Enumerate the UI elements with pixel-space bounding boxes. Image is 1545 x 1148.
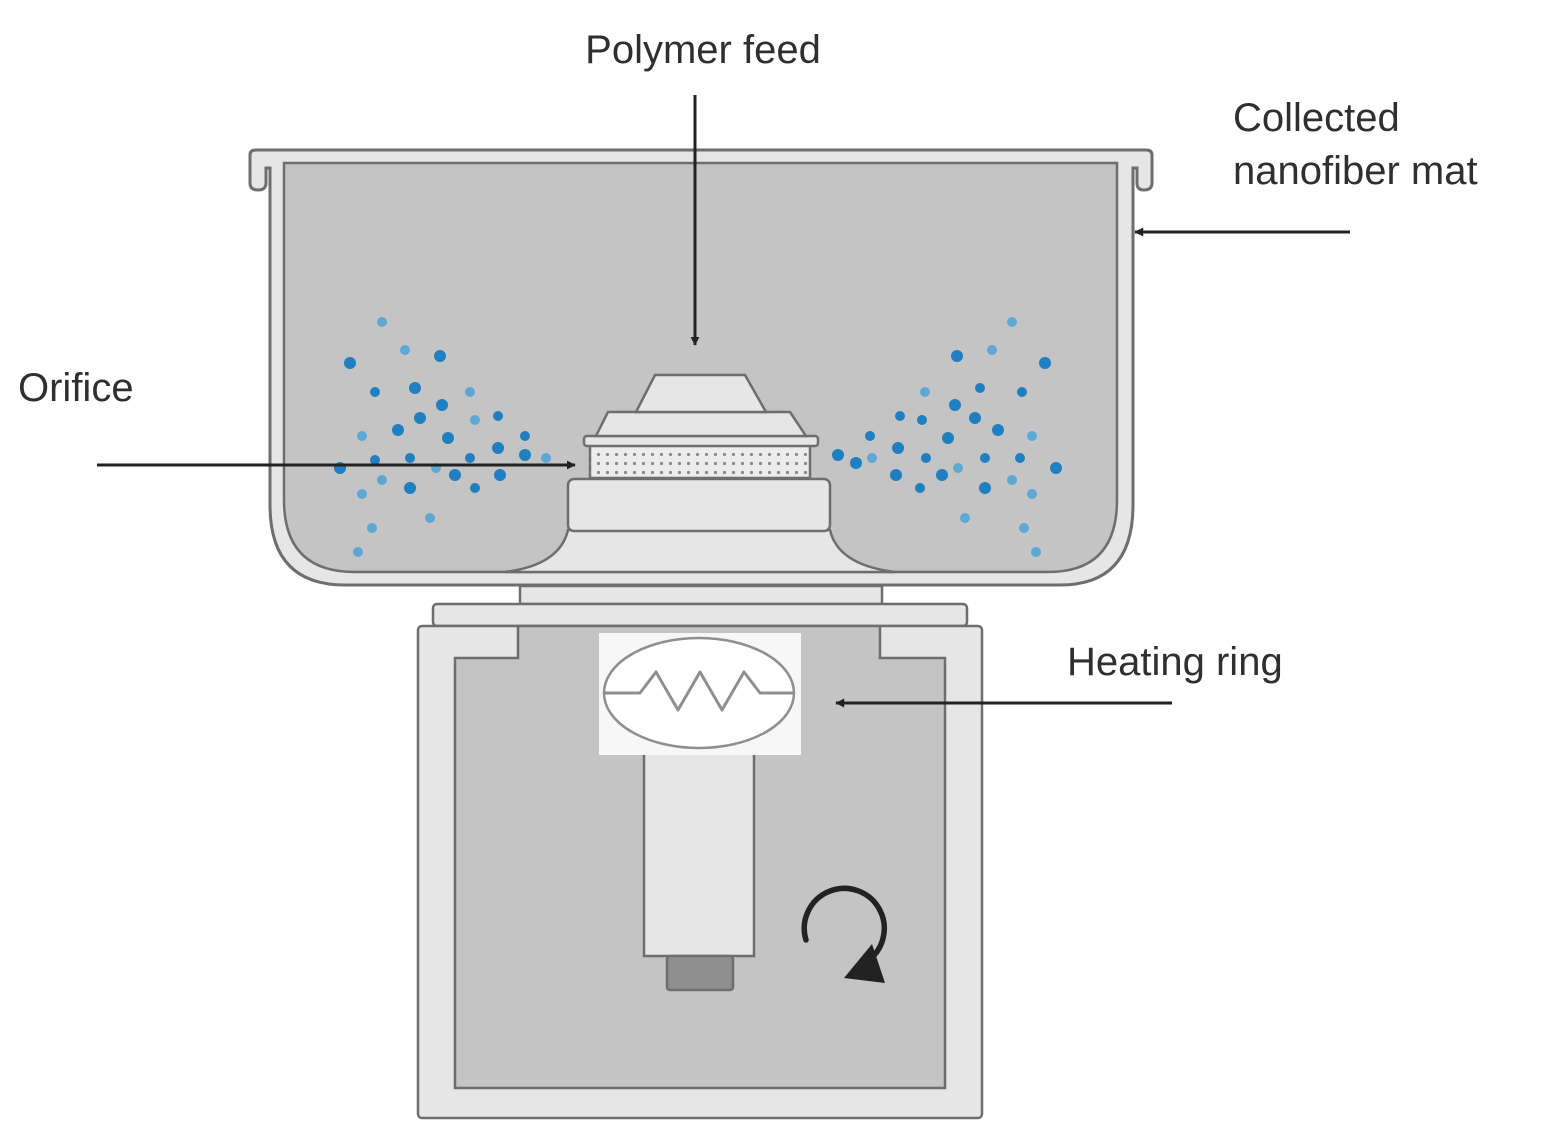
orifice-label: Orifice xyxy=(18,366,134,410)
labels: Polymer feed Collected nanofiber mat Ori… xyxy=(18,28,1478,684)
label-arrows xyxy=(97,95,1350,708)
spinneret xyxy=(504,373,896,574)
motor-shaft-end xyxy=(665,954,735,992)
heating-ring-label: Heating ring xyxy=(1067,640,1283,684)
resistor-zigzag-icon xyxy=(604,670,795,712)
bowl-inner-cavity xyxy=(282,161,1119,574)
coupling-plate xyxy=(431,602,969,628)
coupling xyxy=(431,584,969,628)
spinneret-mid-cap xyxy=(593,410,809,438)
spinneret-plate xyxy=(582,434,820,448)
collected-mat-label-line2: nanofiber mat xyxy=(1233,149,1478,193)
collection-bowl xyxy=(248,148,1154,587)
collected-mat-label-line1: Collected xyxy=(1233,96,1400,140)
spinneret-top-cap xyxy=(633,373,769,414)
clockwise-rotation-arrow-icon xyxy=(801,885,887,983)
fiber-droplets-right xyxy=(832,317,1062,557)
fiber-droplets-left xyxy=(334,317,551,557)
coupling-neck xyxy=(518,584,884,606)
spinneret-lower-block xyxy=(566,477,832,533)
motor-shaft xyxy=(642,750,756,958)
polymer-feed-label: Polymer feed xyxy=(585,28,821,72)
spinneret-base-flare xyxy=(504,528,896,574)
motor-housing xyxy=(416,624,984,1120)
